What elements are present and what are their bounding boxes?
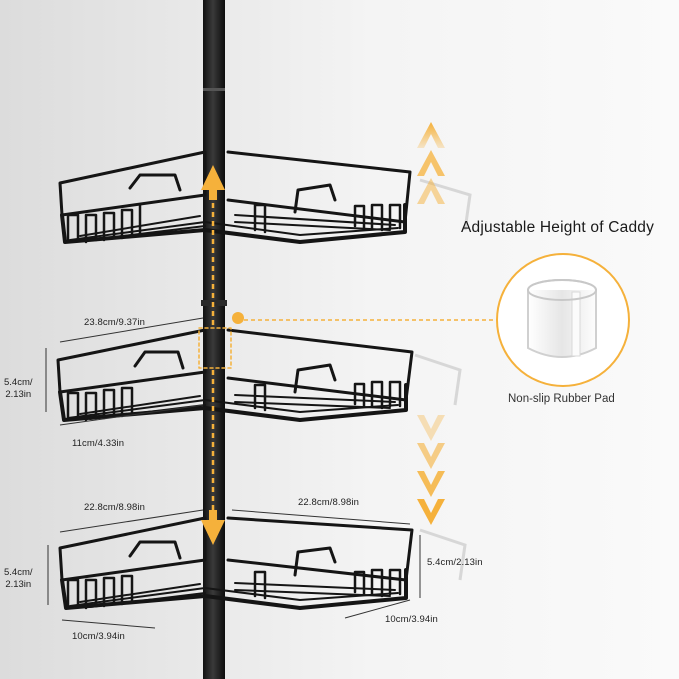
pad-connector bbox=[232, 312, 496, 324]
dim-bottom-right-width: 22.8cm/8.98in bbox=[298, 497, 359, 508]
dim-bottom-left-width: 22.8cm/8.98in bbox=[84, 502, 145, 513]
dim-bottom-left-height-line1: 5.4cm/ bbox=[4, 567, 33, 578]
dim-top-width: 23.8cm/9.37in bbox=[84, 317, 145, 328]
dim-bottom-left-depth: 10cm/3.94in bbox=[72, 631, 125, 642]
dimension-lines bbox=[45, 317, 421, 629]
dim-mid-height: 5.4cm/ 2.13in bbox=[4, 377, 33, 401]
dim-bottom-right-depth: 10cm/3.94in bbox=[385, 614, 438, 625]
chevron-down-icon bbox=[417, 415, 445, 525]
chevron-up-icon bbox=[417, 122, 445, 204]
rubber-pad-callout bbox=[496, 253, 630, 387]
dim-mid-height-line1: 5.4cm/ bbox=[4, 377, 33, 388]
basket-top bbox=[58, 150, 412, 244]
dim-mid-depth: 11cm/4.33in bbox=[72, 438, 125, 449]
dim-bottom-left-height: 5.4cm/ 2.13in bbox=[4, 567, 33, 591]
adjust-arrow-up-icon bbox=[201, 165, 225, 325]
adjust-arrow-down-icon bbox=[201, 370, 225, 545]
dim-bottom-right-height: 5.4cm/2.13in bbox=[427, 557, 483, 568]
basket-middle bbox=[56, 327, 414, 422]
headline: Adjustable Height of Caddy bbox=[461, 219, 655, 236]
basket-bottom bbox=[58, 516, 414, 610]
dim-bottom-left-height-line2: 2.13in bbox=[5, 579, 32, 590]
wall-shadows bbox=[414, 178, 472, 581]
rubber-pad-caption: Non-slip Rubber Pad bbox=[508, 393, 615, 405]
dim-mid-height-line2: 2.13in bbox=[5, 389, 32, 400]
